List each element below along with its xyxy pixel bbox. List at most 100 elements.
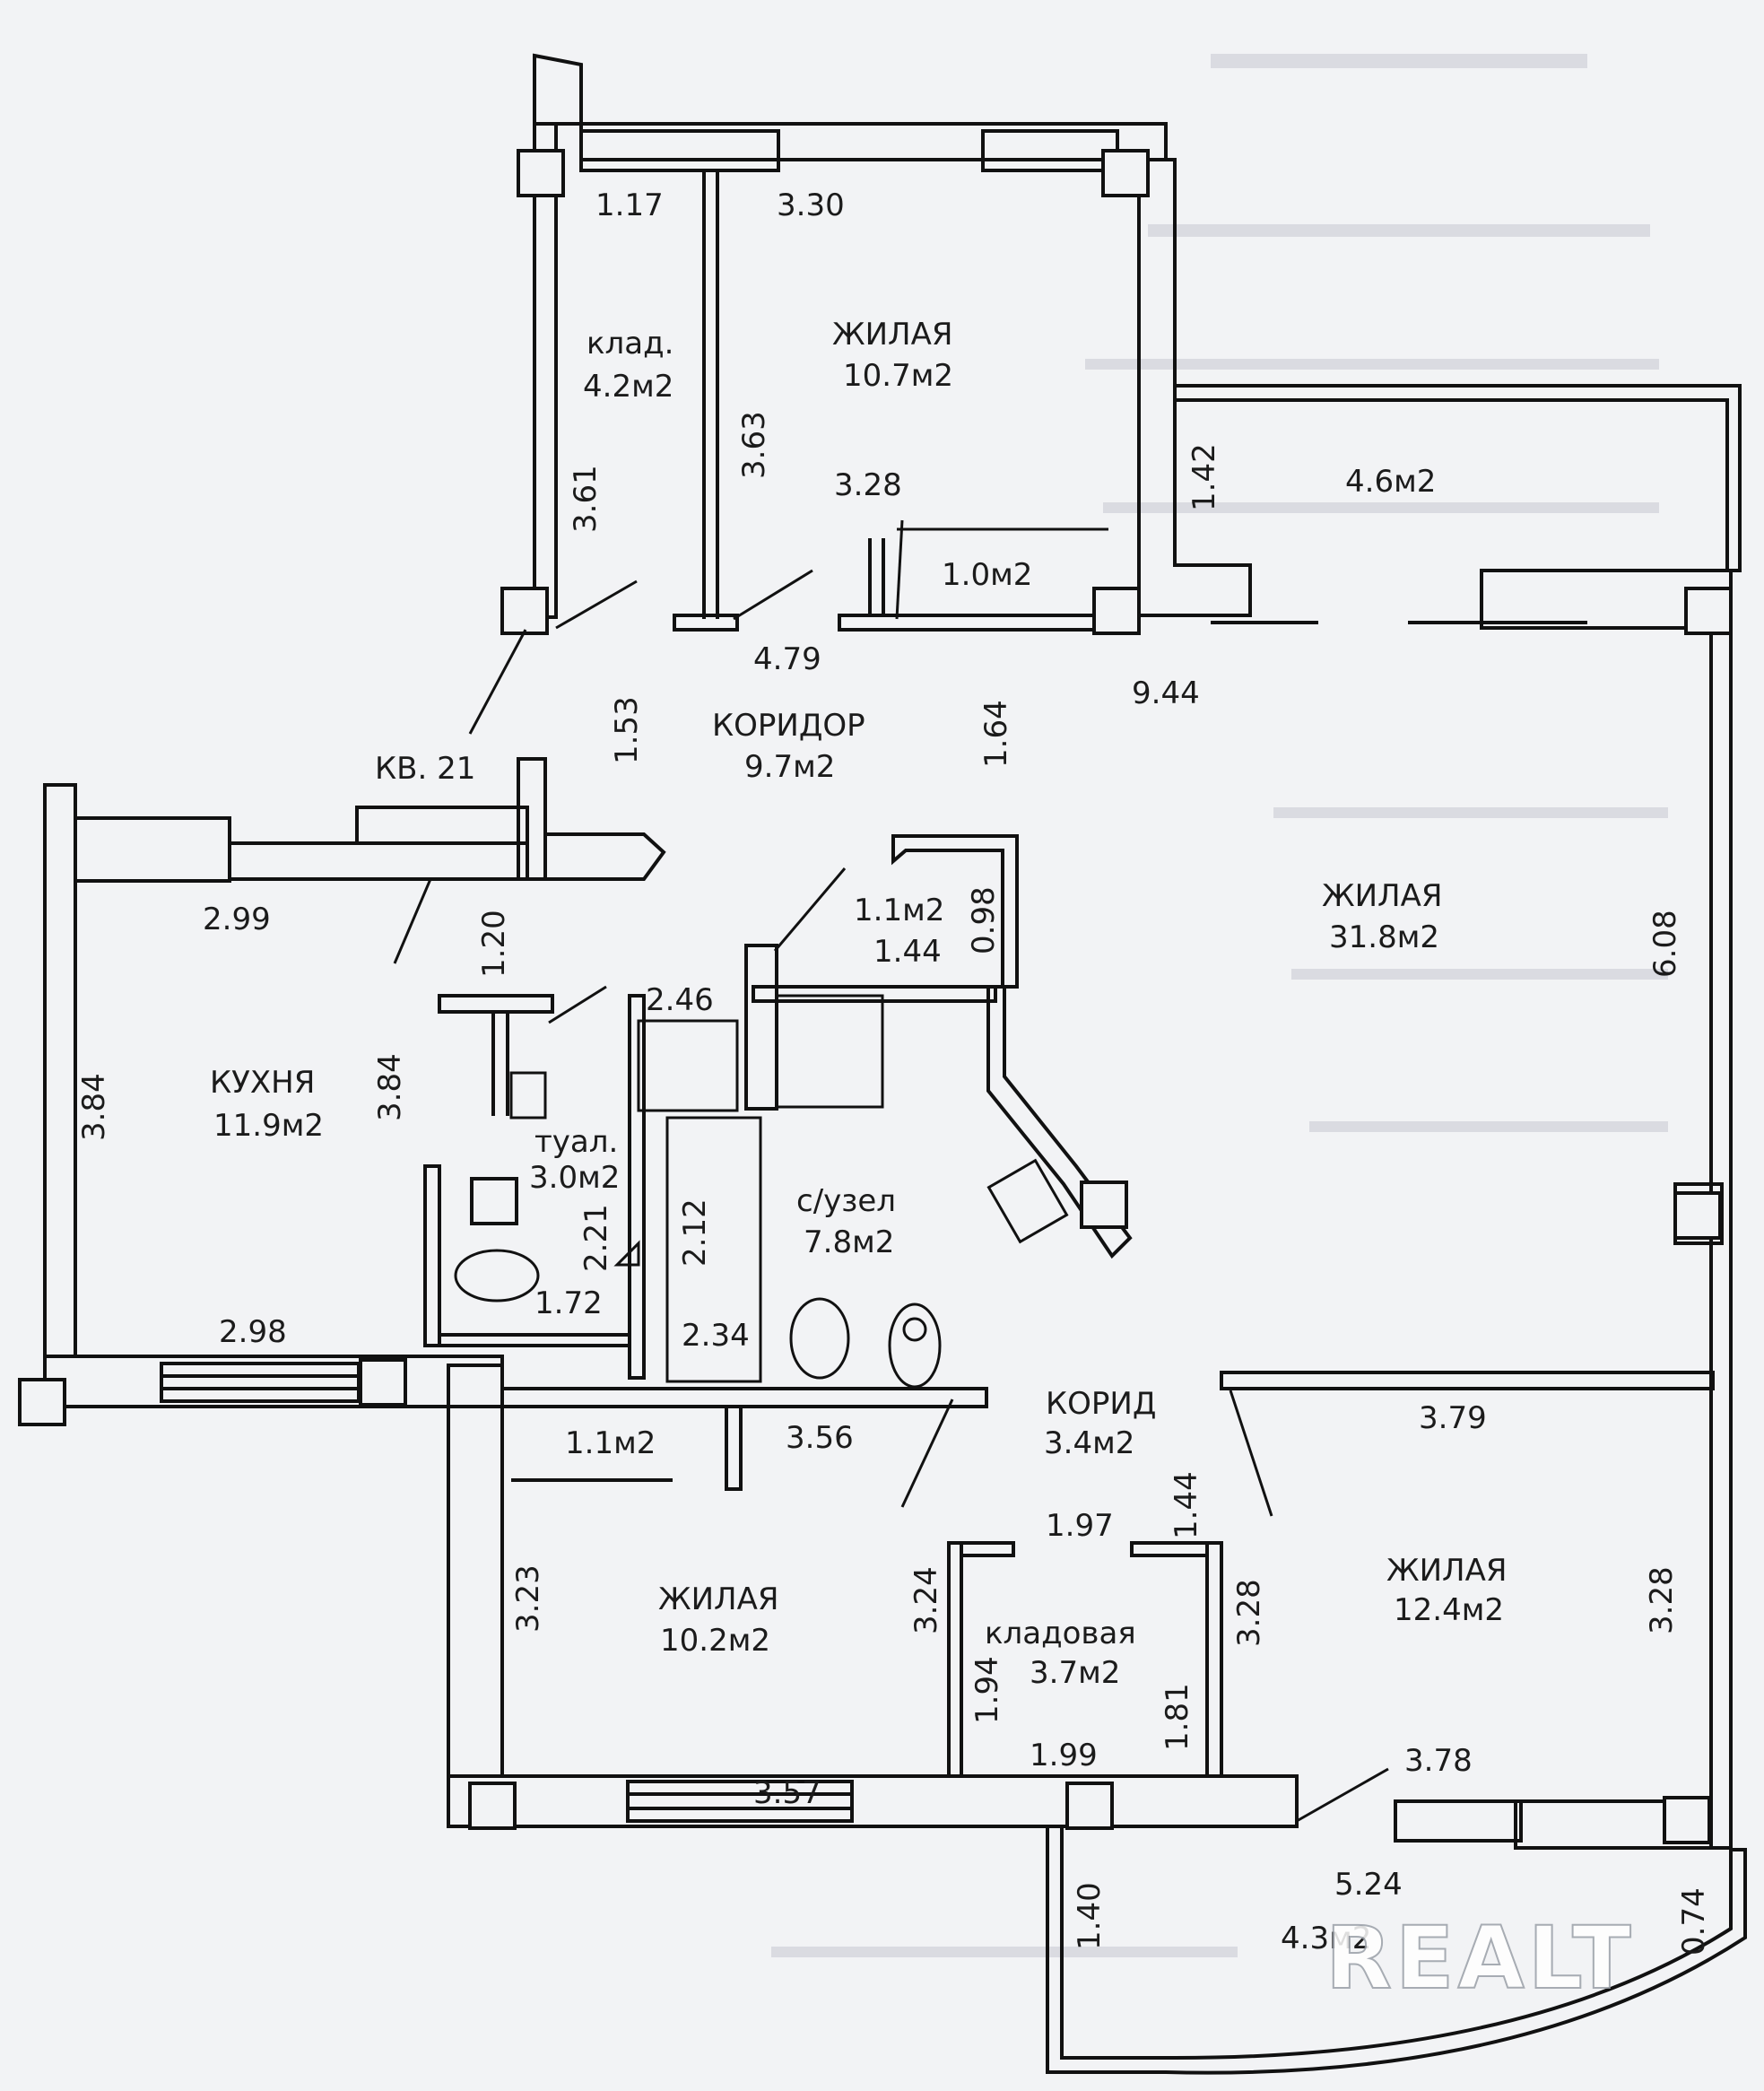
column bbox=[1101, 149, 1150, 197]
label-living-bottom-left: ЖИЛАЯ bbox=[658, 1581, 779, 1617]
area-pantry: 3.7м2 bbox=[1030, 1655, 1120, 1691]
column bbox=[468, 1782, 517, 1830]
dim-label: 1.53 bbox=[609, 696, 645, 764]
dim-label: 3.56 bbox=[786, 1420, 854, 1456]
column bbox=[1673, 1191, 1722, 1240]
balcony-top-outline bbox=[1175, 384, 1742, 572]
dim-label: 4.79 bbox=[753, 641, 821, 677]
area-toilet: 3.0м2 bbox=[529, 1160, 620, 1196]
column bbox=[470, 1177, 518, 1225]
area-storage-top: 4.2м2 bbox=[583, 369, 673, 405]
dim-label: 1.72 bbox=[534, 1285, 603, 1321]
dim-label: 1.42 bbox=[1186, 443, 1222, 511]
toilet-bowl-inner bbox=[902, 1317, 927, 1342]
dim-label: 9.44 bbox=[1132, 675, 1200, 711]
wall-klad-south bbox=[673, 614, 739, 632]
dim-label: 3.84 bbox=[76, 1073, 112, 1141]
column bbox=[1080, 1181, 1128, 1229]
wall-toilet-north bbox=[438, 994, 554, 1014]
column bbox=[500, 587, 549, 635]
dim-label: 2.34 bbox=[682, 1318, 750, 1354]
dim-label: 1.20 bbox=[476, 910, 512, 978]
door-swing bbox=[1296, 1767, 1389, 1823]
dim-label: 0.74 bbox=[1676, 1887, 1712, 1956]
area-living-bottom-left: 10.2м2 bbox=[660, 1623, 770, 1659]
door-swing bbox=[1229, 1390, 1273, 1517]
wall-closet-bottom bbox=[725, 1405, 743, 1491]
label-living-big: ЖИЛАЯ bbox=[1322, 878, 1443, 914]
dim-label: 3.28 bbox=[834, 467, 902, 503]
column bbox=[1663, 1796, 1711, 1844]
window-top-left bbox=[579, 129, 780, 172]
window-bl-south-inner bbox=[626, 1792, 854, 1810]
realt-watermark: REALT bbox=[1325, 1908, 1635, 2008]
dim-label: 1.44 bbox=[1169, 1471, 1204, 1539]
wall-pantry-north-a bbox=[960, 1541, 1015, 1557]
dim-label: 3.78 bbox=[1404, 1743, 1473, 1779]
dim-label: 3.28 bbox=[1231, 1579, 1267, 1647]
dim-label: 3.79 bbox=[1419, 1400, 1487, 1436]
window-br-south bbox=[1394, 1799, 1523, 1843]
toilet-tank bbox=[509, 1071, 547, 1120]
dim-label: 3.57 bbox=[753, 1775, 821, 1811]
label-corridor: КОРИДОР bbox=[712, 708, 865, 744]
dim-label: 3.28 bbox=[1644, 1566, 1680, 1634]
show-through-text bbox=[771, 54, 1668, 1957]
dim-label: 1.40 bbox=[1072, 1882, 1108, 1950]
wall-kitchen-north-c bbox=[355, 806, 529, 845]
label-living-top: ЖИЛАЯ bbox=[832, 317, 953, 353]
door-swing bbox=[900, 1398, 954, 1508]
bath-counter bbox=[986, 1158, 1069, 1244]
column bbox=[1684, 587, 1733, 635]
dim-label: 1.97 bbox=[1046, 1508, 1114, 1544]
area-living-bottom-right: 12.4м2 bbox=[1394, 1592, 1504, 1628]
wall-closet-small bbox=[891, 834, 1019, 989]
wall-pantry-west bbox=[947, 1541, 963, 1778]
dim-label: 2.46 bbox=[646, 982, 714, 1018]
dim-label: 1.17 bbox=[595, 187, 664, 223]
wall-corridor-south-right bbox=[1220, 1371, 1715, 1390]
dim-label: 3.61 bbox=[568, 465, 604, 533]
dim-label: 1.81 bbox=[1160, 1683, 1195, 1751]
column bbox=[359, 1358, 407, 1407]
dim-label: 2.99 bbox=[203, 902, 271, 937]
dim-label: 1.64 bbox=[978, 700, 1014, 768]
doors-and-fixtures bbox=[393, 519, 1389, 1823]
dim-label: 3.84 bbox=[372, 1053, 408, 1121]
door-swing bbox=[773, 867, 847, 952]
wall-kitchen-arrow bbox=[545, 832, 666, 881]
wall-top-west bbox=[533, 122, 558, 619]
dim-label: 2.12 bbox=[677, 1198, 713, 1267]
door-swing bbox=[555, 579, 638, 630]
washing-machine bbox=[637, 1019, 739, 1112]
arrow-marker bbox=[613, 1240, 640, 1267]
bath-cabinet bbox=[775, 994, 884, 1109]
label-toilet: туал. bbox=[534, 1124, 618, 1160]
area-living-top: 10.7м2 bbox=[843, 358, 953, 394]
wall-room-bl-south bbox=[447, 1774, 1299, 1828]
dim-label: 2.21 bbox=[578, 1204, 614, 1272]
column bbox=[1092, 587, 1141, 635]
wall-br-south bbox=[1514, 1799, 1713, 1850]
dim-label: 5.24 bbox=[1334, 1867, 1403, 1903]
area-niche-top: 1.0м2 bbox=[942, 557, 1032, 593]
wall-pantry-north-b bbox=[1130, 1541, 1209, 1557]
wall-bath-partition bbox=[744, 944, 778, 1111]
dim-label: 3.30 bbox=[777, 187, 845, 223]
wall-bath-north bbox=[752, 985, 997, 1003]
door-swing bbox=[548, 985, 607, 1024]
area-niche-bottom: 1.1м2 bbox=[565, 1425, 656, 1461]
label-pantry: кладовая bbox=[985, 1616, 1136, 1651]
area-balcony-top: 4.6м2 bbox=[1345, 464, 1436, 500]
bathtub bbox=[665, 1116, 762, 1383]
door-swing bbox=[733, 569, 813, 621]
column bbox=[18, 1378, 66, 1426]
label-bathroom: с/узел bbox=[796, 1183, 896, 1219]
balcony-bottom-outline bbox=[1046, 1826, 1747, 2075]
dim-label: 2.98 bbox=[219, 1314, 287, 1350]
label-storage-top: клад. bbox=[587, 326, 673, 362]
area-corridor: 9.7м2 bbox=[744, 749, 835, 785]
area-kitchen: 11.9м2 bbox=[213, 1108, 324, 1144]
wall-pantry-east bbox=[1205, 1541, 1223, 1778]
label-living-bottom-right: ЖИЛАЯ bbox=[1386, 1553, 1508, 1589]
